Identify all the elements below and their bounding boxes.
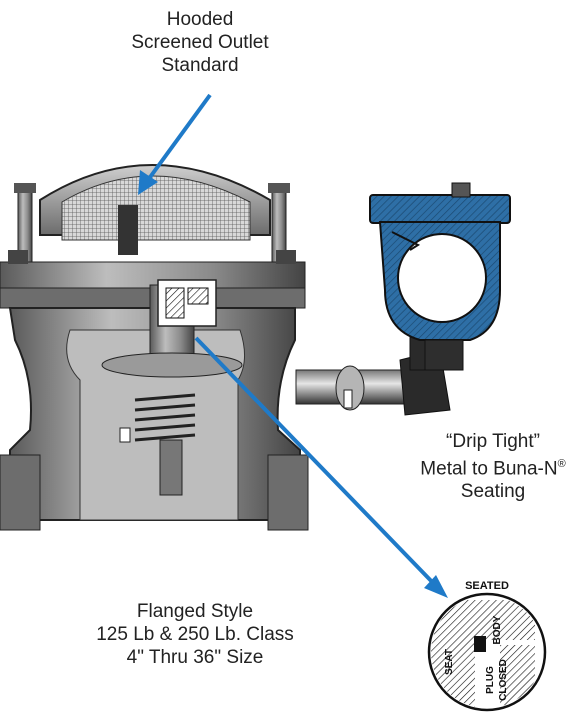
seating-line-1: “Drip Tight” (446, 431, 540, 452)
hood (14, 164, 290, 266)
registered-mark: ® (557, 458, 566, 470)
outlet-callout: Hooded Screened Outlet Standard (80, 8, 320, 77)
seating-line-2: Metal to Buna-N® (400, 453, 586, 480)
seating-line-2-text: Metal to Buna-N (420, 458, 558, 480)
style-line-3: 4" Thru 36" Size (126, 647, 264, 668)
style-callout: Flanged Style 125 Lb & 250 Lb. Class 4" … (40, 600, 350, 669)
outlet-line-2: Screened Outlet (131, 32, 269, 53)
detail-plug-label: PLUG (485, 666, 496, 694)
detail-body-label: BODY (492, 615, 503, 644)
seating-callout: “Drip Tight” Metal to Buna-N® Seating (400, 430, 586, 503)
style-line-2: 125 Lb & 250 Lb. Class (96, 624, 294, 645)
outlet-arrow (138, 93, 212, 195)
detail-seat-label: SEAT (444, 649, 455, 675)
style-line-1: Flanged Style (136, 601, 254, 622)
outlet-line-3: Standard (161, 55, 239, 76)
seat-arrow (194, 336, 448, 598)
air-release-valve (369, 182, 511, 371)
detail-closed-label: CLOSED (498, 659, 509, 701)
detail-title: SEATED (465, 580, 509, 592)
outlet-line-1: Hooded (166, 9, 234, 30)
seating-line-3: Seating (460, 481, 526, 503)
seat-inset (157, 279, 217, 327)
